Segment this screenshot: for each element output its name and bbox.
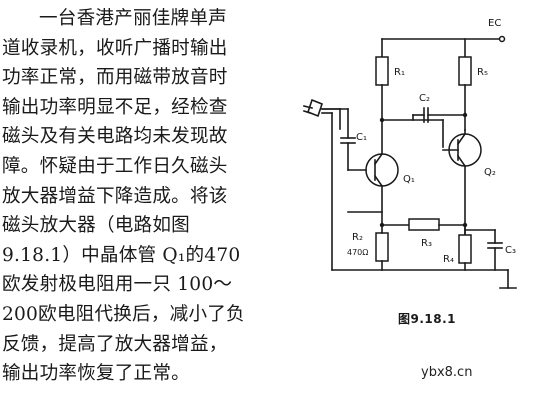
r2-label: R₂: [352, 232, 363, 243]
article-line: 功率正常，而用磁带放音时: [2, 67, 228, 89]
article-line: 欧发射极电阻用一只 100～: [2, 274, 233, 296]
c2-label: C₂: [419, 93, 430, 104]
r5-resistor: [458, 56, 472, 86]
input-connector: [302, 98, 323, 118]
r2-value: 470Ω: [347, 248, 368, 257]
r4-resistor: [458, 234, 472, 264]
figure-caption: 图9.18.1: [398, 312, 457, 326]
c3-label: C₃: [505, 245, 516, 256]
q1-label: Q₁: [403, 174, 415, 185]
article-line: 磁头及有关电路均未发现故: [2, 126, 228, 148]
watermark: ybx8.cn: [421, 365, 473, 380]
q2-label: Q₂: [484, 167, 496, 178]
article-line: 输出功率恢复了正常。: [2, 363, 190, 385]
article-line: 磁头放大器（电路如图: [2, 215, 190, 237]
r2-resistor: [375, 232, 389, 262]
r3-label: R₃: [421, 238, 432, 249]
supply-terminal: [498, 35, 506, 43]
c1-label: C₁: [356, 132, 367, 143]
article-line: 道收录机，收听广播时输出: [2, 37, 228, 59]
r1-label: R₁: [394, 67, 405, 78]
article-line: 200欧电阻代换后，减小了负: [2, 303, 245, 325]
r4-label: R₄: [443, 254, 454, 265]
article-line: 反馈，提高了放大器增益，: [2, 333, 228, 355]
article-line: 输出功率明显不足，经检查: [2, 96, 228, 118]
r1-resistor: [375, 56, 389, 86]
article-text: 一台香港产丽佳牌单声 道收录机，收听广播时输出 功率正常，而用磁带放音时 输出功…: [2, 4, 278, 389]
article-line: 9.18.1）中晶体管 Q₁的470: [2, 244, 241, 266]
r5-label: R₅: [477, 67, 488, 78]
article-line: 障。怀疑由于工作日久磁头: [2, 155, 228, 177]
circuit-diagram: EC R₁ R₅ C₂ Q₁ Q₂ C₁: [302, 18, 517, 289]
article-line: 放大器增益下降造成。将该: [2, 185, 228, 207]
q1-transistor: [365, 153, 399, 187]
r3-resistor: [408, 218, 440, 231]
article-line: 一台香港产丽佳牌单声: [39, 8, 227, 29]
supply-label: EC: [488, 18, 501, 29]
